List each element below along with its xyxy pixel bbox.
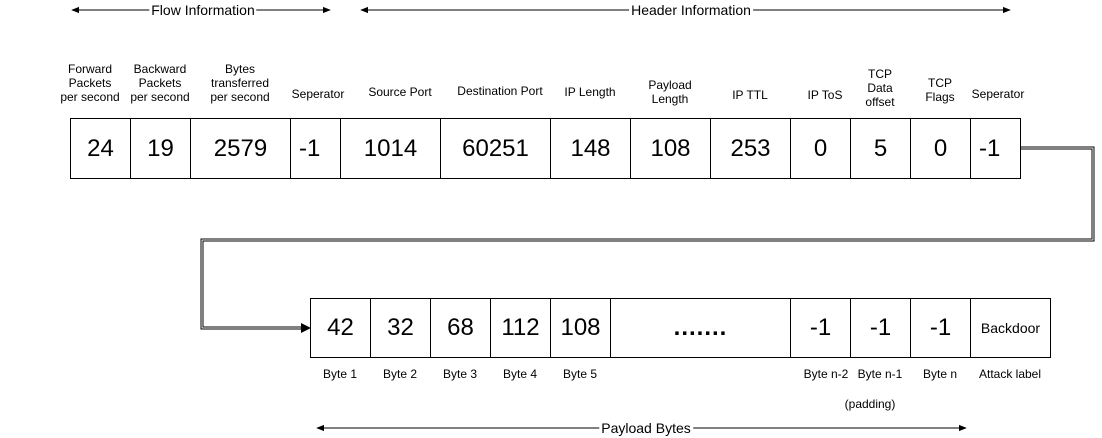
label-byte-n-2: Byte n-2	[803, 367, 849, 381]
cell-forward-packets: 24	[70, 118, 131, 179]
label-bytes-transferred: Bytes transferred per second	[210, 62, 270, 104]
label-tcp-flags: TCP Flags	[925, 76, 955, 104]
cell-byte-4: 112	[490, 298, 551, 358]
label-backward-packets: Backward Packets per second	[130, 62, 190, 104]
label-byte-4: Byte 4	[502, 367, 538, 381]
cell-tcp-data-offset: 5	[850, 118, 911, 179]
cell-byte-n: -1	[910, 298, 971, 358]
label-source-port: Source Port	[368, 85, 432, 99]
cell-byte-3: 68	[430, 298, 491, 358]
cell-ellipsis: .......	[610, 298, 791, 358]
cell-byte-1: 42	[310, 298, 371, 358]
payload-bytes-label: Payload Bytes	[599, 420, 693, 436]
flow-information-label: Flow Information	[149, 2, 257, 18]
label-byte-2: Byte 2	[382, 367, 418, 381]
cell-ip-length: 148	[550, 118, 631, 179]
cell-payload-length: 108	[630, 118, 711, 179]
label-byte-1: Byte 1	[322, 367, 358, 381]
cell-ip-ttl: 253	[710, 118, 791, 179]
label-ip-ttl: IP TTL	[732, 88, 768, 102]
label-seperator-1: Seperator	[291, 87, 345, 101]
cell-byte-2: 32	[370, 298, 431, 358]
label-byte-n-1: Byte n-1	[857, 367, 903, 381]
cell-backward-packets: 19	[130, 118, 191, 179]
label-seperator-2: Seperator	[971, 87, 1025, 101]
cell-byte-n-1: -1	[850, 298, 911, 358]
label-byte-3: Byte 3	[442, 367, 478, 381]
label-destination-port: Destination Port	[457, 84, 543, 98]
cell-tcp-flags: 0	[910, 118, 971, 179]
label-byte-n: Byte n	[922, 367, 958, 381]
cell-destination-port: 60251	[440, 118, 551, 179]
label-byte-5: Byte 5	[562, 367, 598, 381]
row-connector-inner	[201, 147, 1094, 329]
cell-ip-tos: 0	[790, 118, 851, 179]
label-attack-label: Attack label	[978, 367, 1042, 381]
cell-byte-5: 108	[550, 298, 611, 358]
label-payload-length: Payload Length	[648, 78, 692, 106]
header-information-label: Header Information	[629, 2, 753, 18]
cell-seperator-2: -1	[970, 118, 1021, 179]
cell-source-port: 1014	[340, 118, 441, 179]
cell-byte-n-2: -1	[790, 298, 851, 358]
cell-seperator-1: -1	[290, 118, 341, 179]
cell-attack-label: Backdoor	[970, 298, 1051, 358]
label-tcp-data-offset: TCP Data offset	[865, 67, 895, 109]
cell-bytes-transferred: 2579	[190, 118, 291, 179]
label-ip-tos: IP ToS	[807, 88, 843, 102]
row-connector-arrowhead	[301, 323, 311, 333]
label-forward-packets: Forward Packets per second	[60, 62, 120, 104]
padding-note: (padding)	[844, 397, 896, 411]
label-ip-length: IP Length	[564, 85, 616, 99]
